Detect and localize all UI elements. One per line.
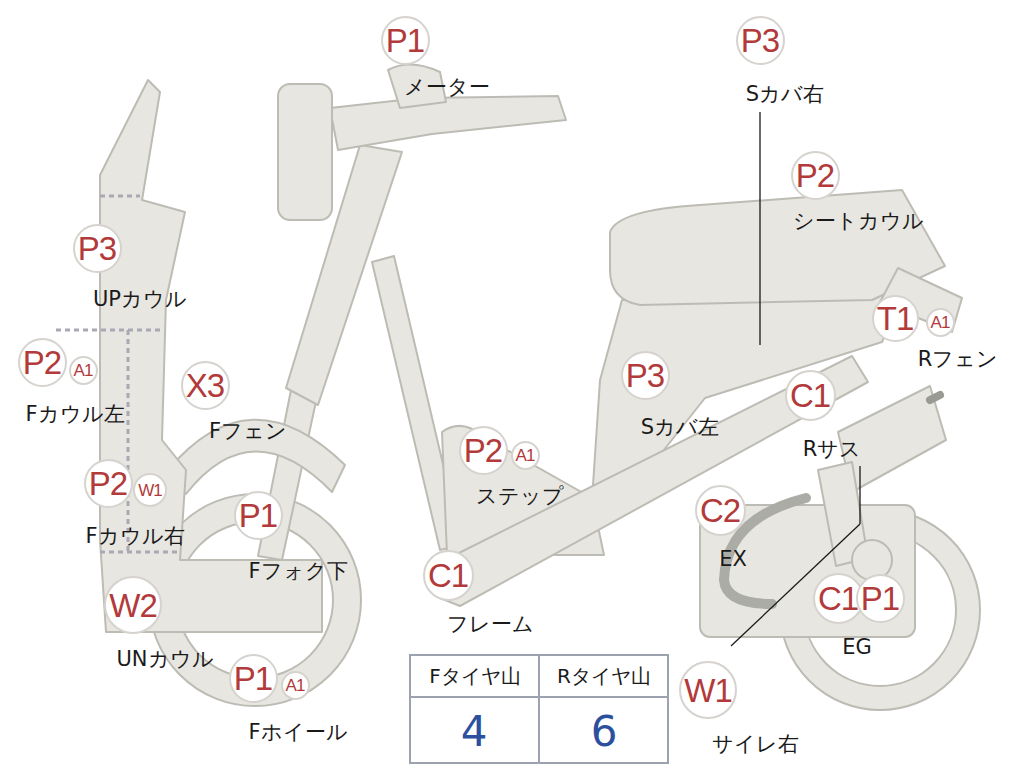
small-callout-circle: A1 <box>926 308 955 337</box>
small-callout-circle: A1 <box>69 356 98 385</box>
callout-code: W2 <box>109 589 157 622</box>
callout-circle: P2 <box>459 426 508 475</box>
callout-code: A1 <box>931 314 950 331</box>
callout-code: A1 <box>516 447 535 464</box>
callout-circle: P1 <box>234 491 283 540</box>
muffler-tip <box>930 395 940 400</box>
part-name: Fフォク下 <box>248 560 347 583</box>
callout-circle: C1 <box>423 550 474 601</box>
callout-circle: C1 <box>785 370 836 421</box>
callout-code: T1 <box>877 302 914 335</box>
callout-circle: P3 <box>73 224 122 273</box>
callout-code: A1 <box>286 677 305 694</box>
callout-code: C2 <box>700 494 740 527</box>
part-name: Fカウル右 <box>85 525 184 548</box>
table-header: Fタイヤ山 <box>429 665 521 687</box>
part-name: Fカウル左 <box>25 403 124 426</box>
callout-circle: P1 <box>856 574 905 623</box>
callout-code: W1 <box>138 482 162 499</box>
callout-circle: P1 <box>381 16 430 65</box>
callout-circle: P2 <box>18 338 67 387</box>
callout-code: W1 <box>684 674 732 707</box>
callout-code: P2 <box>464 434 502 467</box>
callout-code: P3 <box>741 24 779 57</box>
callout-circle: X3 <box>181 361 230 410</box>
callout-code: P2 <box>89 467 127 500</box>
callout-circle: P2 <box>84 459 133 508</box>
callout-circle: W1 <box>679 661 737 719</box>
small-callout-circle: W1 <box>133 473 167 507</box>
leader-lines <box>731 112 860 646</box>
callout-code: C1 <box>790 379 830 412</box>
part-name: Rフェン <box>918 348 999 371</box>
handlebar <box>330 96 566 150</box>
front-cowl <box>100 80 322 632</box>
callout-code: P3 <box>78 232 116 265</box>
part-name: Sカバ左 <box>641 416 719 439</box>
part-name: Rサス <box>803 438 862 461</box>
callout-circle: P1 <box>229 654 278 703</box>
front-fender <box>168 420 345 494</box>
part-name: UPカウル <box>93 288 187 311</box>
part-name: シートカウル <box>793 210 924 233</box>
part-name: Fホイール <box>248 721 347 744</box>
part-name: Sカバ右 <box>746 83 824 106</box>
callout-code: P1 <box>239 499 277 532</box>
part-name: EX <box>719 548 747 571</box>
callout-circle: P2 <box>791 151 840 200</box>
part-name: メーター <box>404 76 490 99</box>
callout-code: A1 <box>74 362 93 379</box>
part-name: サイレ右 <box>712 733 799 756</box>
part-name: EG <box>842 636 872 659</box>
table-header: Rタイヤ山 <box>557 665 651 687</box>
callout-code: P3 <box>626 359 664 392</box>
tire-table <box>410 655 668 763</box>
part-name: フレーム <box>447 613 534 636</box>
callout-circle: P3 <box>736 16 785 65</box>
callout-code: P1 <box>861 582 899 615</box>
headlight <box>278 84 332 220</box>
callout-code: X3 <box>186 369 224 402</box>
scooter-body <box>100 64 980 710</box>
callout-code: C1 <box>818 582 858 615</box>
callout-circle: P3 <box>621 351 670 400</box>
table-value: 6 <box>591 709 618 755</box>
table-value: 4 <box>461 709 488 755</box>
part-name: UNカウル <box>116 648 213 671</box>
callout-circle: T1 <box>872 295 919 342</box>
part-name: Fフェン <box>209 420 287 443</box>
callout-circle: W2 <box>104 576 162 634</box>
callout-circle: C2 <box>695 485 746 536</box>
callout-code: P2 <box>796 159 834 192</box>
callout-code: C1 <box>428 559 468 592</box>
cowl-dividers <box>56 196 180 552</box>
callout-code: P1 <box>386 24 424 57</box>
part-name: ステップ <box>476 485 564 508</box>
callout-code: P1 <box>234 662 272 695</box>
small-callout-circle: A1 <box>511 441 540 470</box>
small-callout-circle: A1 <box>281 671 310 700</box>
callout-code: P2 <box>23 346 61 379</box>
